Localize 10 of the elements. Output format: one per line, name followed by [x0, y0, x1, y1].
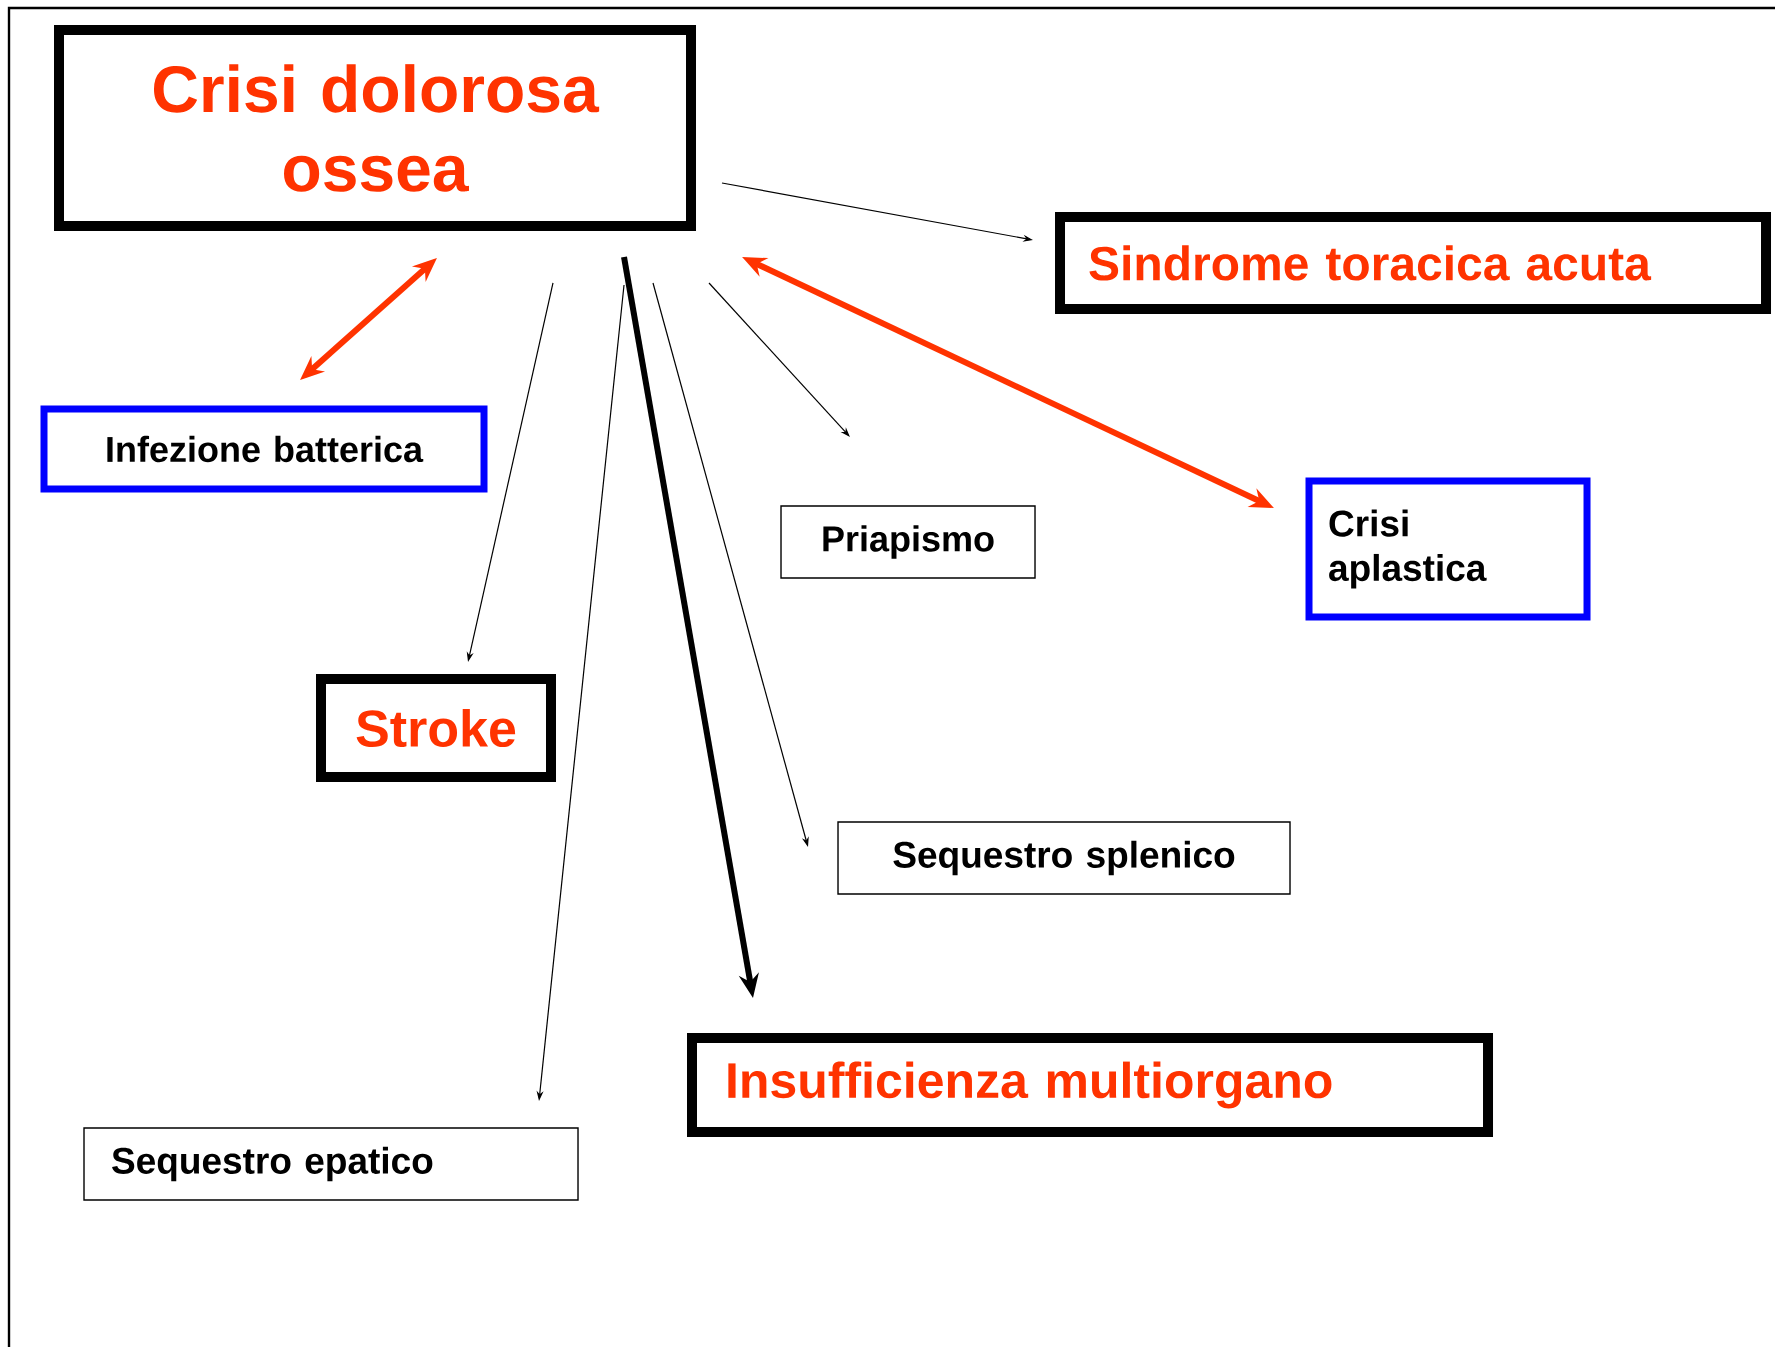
heading-box: Crisi dolorosa ossea: [54, 25, 696, 231]
arrow: [708, 282, 850, 437]
highlighted-box: Infezione batterica: [40, 405, 488, 493]
heading-box: Sindrome toracica acuta: [1055, 212, 1771, 314]
heading-box: Stroke: [316, 674, 556, 782]
highlighted-box: Crisi aplastica: [1305, 477, 1591, 621]
label-box: Sequestro splenico: [837, 821, 1291, 895]
label-box: Priapismo: [780, 505, 1036, 579]
heading-box: Insufficienza multiorgano: [687, 1033, 1493, 1137]
label-box: Sequestro epatico: [83, 1127, 579, 1201]
